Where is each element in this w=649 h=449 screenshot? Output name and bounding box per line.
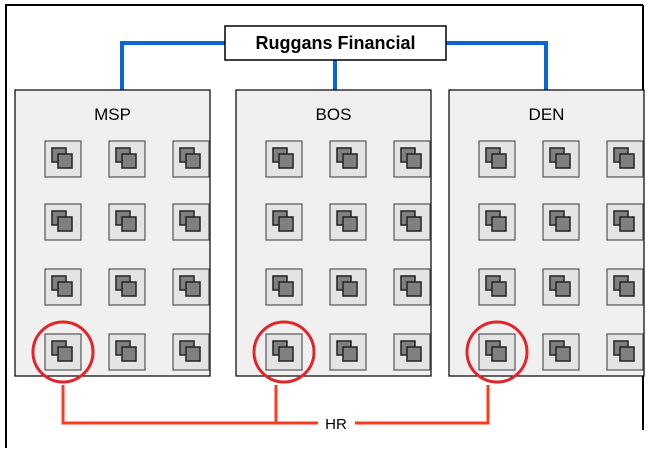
stacked-squares-icon	[393, 140, 431, 178]
stacked-squares-icon	[478, 140, 516, 178]
stacked-squares-icon	[393, 203, 431, 241]
stacked-squares-icon	[265, 203, 303, 241]
stacked-squares-icon	[606, 268, 644, 306]
stacked-squares-icon	[265, 268, 303, 306]
stacked-squares-icon	[44, 268, 82, 306]
stacked-squares-icon	[108, 333, 146, 371]
site-label: DEN	[529, 105, 565, 124]
sites-layer: MSP BOS DEN	[14, 89, 645, 377]
company-label: Ruggans Financial	[255, 33, 415, 53]
stacked-squares-icon	[606, 140, 644, 178]
site-label: MSP	[94, 105, 131, 124]
stacked-squares-icon	[606, 203, 644, 241]
highlight-circle-den	[465, 320, 529, 384]
company-box: Ruggans Financial	[224, 25, 447, 61]
site-den: DEN	[448, 89, 645, 377]
stacked-squares-icon	[44, 140, 82, 178]
stacked-squares-icon	[265, 140, 303, 178]
stacked-squares-icon	[542, 140, 580, 178]
stacked-squares-icon	[108, 140, 146, 178]
highlight-layer	[31, 320, 529, 384]
stacked-squares-icon	[329, 140, 367, 178]
stacked-squares-icon	[329, 268, 367, 306]
stacked-squares-icon	[172, 140, 210, 178]
stacked-squares-icon	[606, 333, 644, 371]
company-link-left	[120, 41, 225, 90]
stacked-squares-icon	[329, 333, 367, 371]
stacked-squares-icon	[542, 268, 580, 306]
highlight-circle-bos	[252, 320, 316, 384]
stacked-squares-icon	[478, 333, 516, 371]
stacked-squares-icon	[542, 333, 580, 371]
stacked-squares-icon	[172, 268, 210, 306]
stacked-squares-icon	[44, 203, 82, 241]
department-link: HR	[61, 385, 490, 433]
stacked-squares-icon	[108, 203, 146, 241]
highlight-circle-msp	[31, 320, 95, 384]
stacked-squares-icon	[393, 268, 431, 306]
stacked-squares-icon	[44, 333, 82, 371]
stacked-squares-icon	[329, 203, 367, 241]
company-link-right	[446, 41, 548, 90]
company-links	[120, 41, 548, 90]
stacked-squares-icon	[542, 203, 580, 241]
stacked-squares-icon	[393, 333, 431, 371]
stacked-squares-icon	[478, 268, 516, 306]
site-label: BOS	[316, 105, 352, 124]
stacked-squares-icon	[108, 268, 146, 306]
site-bos: BOS	[235, 89, 432, 377]
hr-link-line	[61, 385, 490, 425]
stacked-squares-icon	[478, 203, 516, 241]
hr-label: HR	[325, 416, 347, 433]
stacked-squares-icon	[265, 333, 303, 371]
stacked-squares-icon	[172, 333, 210, 371]
stacked-squares-icon	[172, 203, 210, 241]
site-msp: MSP	[14, 89, 211, 377]
